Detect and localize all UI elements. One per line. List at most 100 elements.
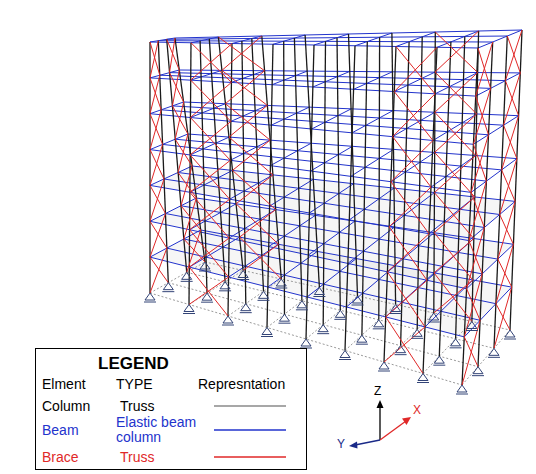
column-header: Elment [42,376,86,392]
brace-line [467,289,481,321]
brace-line [222,36,262,70]
brace-line [396,47,435,94]
legend-sample-line [214,456,286,457]
ground-grid [345,305,396,351]
brace-line [243,244,278,270]
beam-line [314,34,349,45]
brace-line [434,233,473,280]
brace-line [150,110,161,150]
legend-text: Column [42,398,90,414]
beam-line [352,111,393,133]
brace-line [150,78,161,110]
axis-arrowhead [349,442,358,449]
beam-line [150,134,188,150]
brace-line [175,139,192,166]
ground-grid [384,313,434,362]
brace-line [435,32,477,73]
support-symbol [417,374,429,383]
column-line [262,36,282,279]
support-symbol [334,310,346,319]
support-symbol [181,272,193,281]
brace-line [189,267,228,316]
brace-line [498,201,515,259]
support-symbol [428,313,440,322]
brace-line [184,239,205,262]
beam-line [469,201,515,240]
brace-line [190,155,230,199]
brace-line [478,48,491,88]
beam-line [394,72,435,92]
beam-line [309,184,353,213]
brace-line [435,72,477,114]
beam-line [435,73,478,94]
beam-line [391,152,435,181]
beam-line [354,72,393,90]
brace-line [167,39,180,70]
beam-line [431,156,476,188]
brace-line [150,150,164,179]
beam-line [396,32,435,47]
brace-line [150,257,168,283]
brace-line [170,73,184,102]
beam-line [478,30,522,48]
beam-line [190,170,233,192]
brace-line [434,193,473,239]
beam-line [231,71,264,83]
brace-line [190,230,229,277]
brace-line [172,70,179,106]
brace-line [189,238,229,267]
brace-line [434,197,475,233]
brace-line [150,179,164,221]
brace-line [240,210,276,238]
support-symbol [296,301,308,310]
beam-line [473,116,518,145]
support-symbol [313,288,325,297]
brace-line [504,73,521,125]
beam-line [271,107,309,125]
column-line [478,42,493,367]
ground-grid [189,271,243,305]
brace-line [434,239,474,273]
support-symbol [395,346,407,355]
beam-line [150,102,184,114]
beam-line [351,149,394,176]
column-line [242,41,246,304]
brace-line [386,280,427,317]
beam-line [150,38,175,42]
beam-line [150,70,179,78]
axis-line [379,406,380,440]
brace-line [500,215,514,245]
column-line [323,41,325,324]
column-line [305,35,319,288]
column-line [362,42,367,336]
support-symbol [261,328,273,337]
axis-label: Z [374,384,381,399]
brace-line [175,102,183,139]
brace-line [150,214,166,258]
beam-line [231,105,267,121]
brace-line [434,156,475,193]
legend-box: LEGENDElmentTYPERepresntationTrussElasti… [35,348,307,470]
support-symbol [258,291,270,300]
brace-line [150,114,163,145]
brace-line [236,204,278,245]
support-symbol [390,305,402,314]
brace-line [190,121,231,154]
brace-line [225,104,270,140]
brace-line [393,94,435,137]
support-symbol [488,348,500,357]
column-line [423,47,437,373]
support-symbol [356,335,368,344]
brace-line [187,230,201,272]
brace-line [178,134,188,173]
brace-line [434,280,473,313]
support-symbol [183,305,195,314]
beam-line [191,70,222,80]
brace-line [464,337,478,367]
brace-line [184,198,197,239]
brace-line [391,141,433,182]
ground-grid [228,279,281,316]
axis-arrowhead [377,400,384,408]
beam-line [429,197,475,234]
brace-line [473,144,486,181]
